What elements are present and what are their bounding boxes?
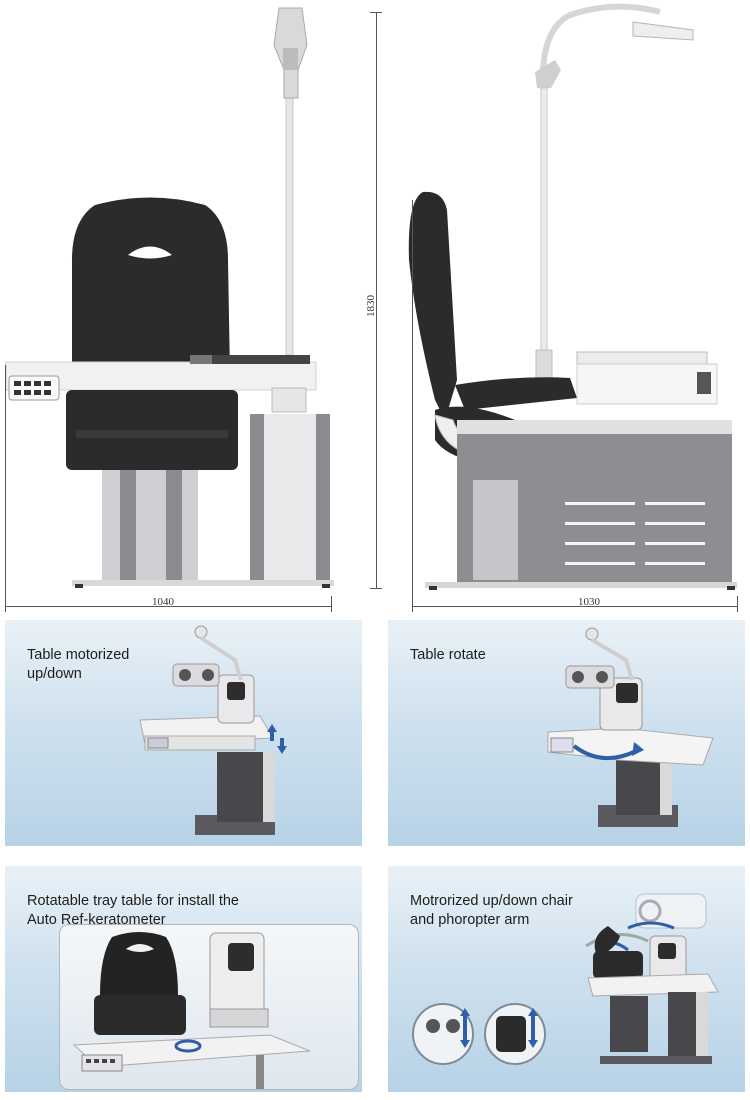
height-dimension-label: 1830: [365, 295, 377, 317]
tray-inset-photo: [59, 924, 359, 1090]
side-view-illustration: [408, 3, 737, 590]
chair-back-side: [408, 191, 457, 420]
updown-arrow-icon: [460, 1008, 470, 1048]
feature-panel-chair-arm: Motrorized up/down chair and phoropter a…: [388, 866, 745, 1092]
dimension-drawings: 1830 1040 10: [5, 3, 738, 612]
feature-caption: Table motorized up/down: [27, 647, 130, 682]
feature-panel-table-rotate: Table rotate: [388, 620, 745, 846]
updown-arrow-icon: [267, 724, 287, 754]
table-rotate-illustration: [547, 627, 714, 827]
control-panel-icon: [8, 375, 60, 401]
side-width-dimension-label: 1030: [578, 596, 600, 608]
front-width-dimension-label: 1040: [152, 596, 174, 608]
feature-caption: Motrorized up/down chair and phoropter a…: [410, 893, 573, 928]
feature-caption: Table rotate: [410, 647, 486, 663]
lamp-pole: [285, 94, 294, 356]
chair-back: [72, 197, 230, 375]
phoropter-detail-inset: [412, 1003, 474, 1065]
feature-panel-table-updown: Table motorized up/down: [5, 620, 362, 846]
rotate-arrow-icon: [174, 1039, 202, 1053]
chair-seat-side: [455, 377, 577, 410]
feature-panel-rotatable-tray: Rotatable tray table for install the Aut…: [5, 866, 362, 1092]
rotate-arrow-icon: [572, 744, 639, 761]
table-updown-illustration: [139, 625, 287, 835]
updown-arrow-icon: [528, 1008, 538, 1048]
chair-headrest-hole: [128, 246, 172, 259]
lamp-arm: [539, 3, 661, 91]
chair-arm-illustration: [412, 893, 719, 1065]
table-top-side: [576, 351, 708, 365]
front-view-illustration: [5, 7, 334, 588]
